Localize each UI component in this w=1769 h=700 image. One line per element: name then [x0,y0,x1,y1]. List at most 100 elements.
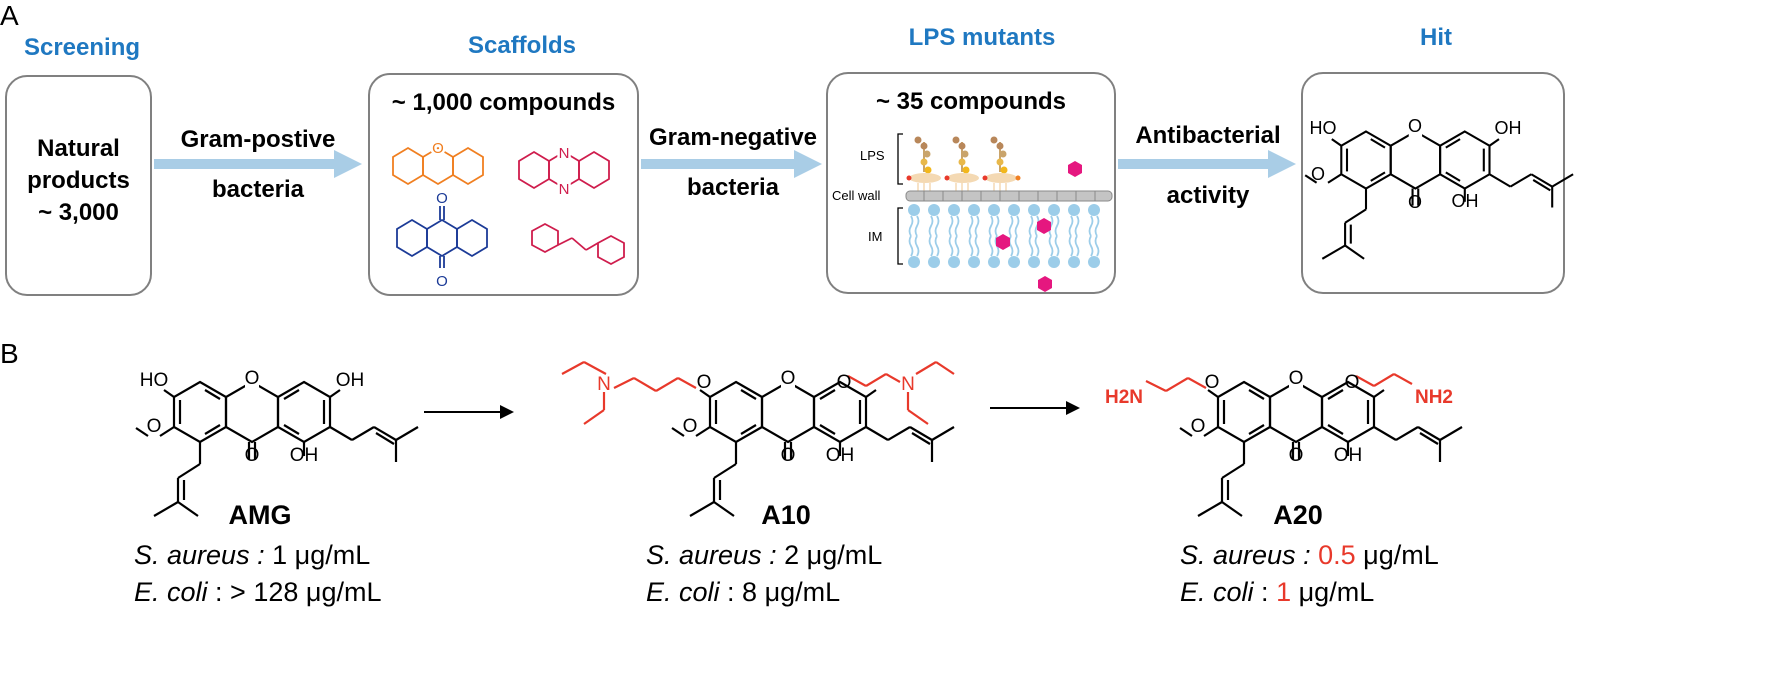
amg-mic-e-coli: E. coli : > 128 μg/mL [134,577,381,608]
amg-carbonyl-o: O [245,445,260,466]
xanthene-o-label: O [432,140,444,157]
a10-methoxy-o: O [683,416,698,437]
scaffold-dicyclohexylethane [531,222,625,266]
amg-s-aureus-label: S. aureus : [134,540,265,570]
amg-ring-o: O [245,368,260,389]
a10-left-side-chain [561,361,697,425]
a20-oh-label: OH [1334,445,1363,466]
natural-products-line-2: products [27,167,130,194]
flow-arrow-2 [641,150,822,178]
hit-molecule-structure [1304,120,1575,260]
panel-b-letter: B [0,338,19,369]
a20-h2n-label: H2N [1105,387,1143,408]
hit-oh-top-label: OH [1495,118,1522,138]
compound-hexagons [996,161,1082,292]
a10-s-aureus-unit: μg/mL [806,540,883,570]
compound-name-amg: AMG [228,500,292,530]
hit-oh-bottom-label: OH [1452,191,1479,211]
scaffold-anthraquinone [396,206,488,268]
scaffolds-compound-count: ~ 1,000 compounds [391,89,616,116]
a10-oh-label: OH [826,445,855,466]
flow-arrow-1 [154,150,362,178]
scaffold-phenazine [518,150,610,190]
cell-wall-label: Cell wall [832,188,881,203]
amg-s-aureus-unit: μg/mL [294,540,371,570]
a20-left-side-chain [1145,377,1207,392]
a20-mic-s-aureus: S. aureus : 0.5 μg/mL [1180,540,1439,571]
a20-nh2-label: NH2 [1415,387,1453,408]
amg-oh-bottom-label: OH [290,445,319,466]
a10-carbonyl-o: O [781,445,796,466]
arrow-2-label-line-1: Gram-negative [648,124,818,151]
lps-mutants-box: ~ 35 compounds [826,72,1116,294]
a20-e-coli-value: 1 [1276,577,1292,607]
hit-carbonyl-o: O [1408,192,1422,212]
hit-methoxy-o: O [1311,164,1325,184]
reaction-arrow-2 [990,401,1080,415]
lps-label: LPS [860,148,885,163]
amg-mic-s-aureus: S. aureus : 1 μg/mL [134,540,370,571]
a10-s-aureus-label: S. aureus : [646,540,777,570]
natural-products-line-1: Natural [37,135,120,162]
natural-products-count: ~ 3,000 [38,199,119,226]
arrow-2-label-line-2: bacteria [686,174,780,201]
amg-oh-top-label: OH [336,370,365,391]
amg-methoxy-o: O [147,416,162,437]
a10-s-aureus-value: 2 [784,540,800,570]
screening-box: Natural products ~ 3,000 [5,75,152,296]
a20-s-aureus-unit: μg/mL [1363,540,1439,570]
amg-e-coli-unit: μg/mL [305,577,382,607]
panel-a-letter: A [0,0,19,31]
amg-s-aureus-value: 1 [272,540,288,570]
a10-left-ether-o: O [697,372,712,393]
hit-box [1301,72,1565,294]
a20-mic-e-coli: E. coli : 1 μg/mL [1180,577,1375,607]
im-label: IM [868,229,882,244]
hit-ho-label: HO [1310,118,1337,138]
flow-arrow-3 [1118,150,1296,178]
arrow-1-label-line-1: Gram-postive [180,126,336,153]
a10-e-coli-label: E. coli [646,577,720,607]
inner-membrane-heads [908,204,1100,268]
phenazine-n-top-label: N [559,145,570,162]
a10-ring-o: O [781,368,796,389]
stage-title-lps-mutants: LPS mutants [908,24,1056,51]
a20-e-coli-unit: μg/mL [1298,577,1375,607]
amg-ho-label: HO [140,370,169,391]
a20-right-side-chain [1355,373,1413,387]
arrow-3-label-line-2: activity [1166,182,1250,209]
a10-right-n: N [901,374,915,395]
a10-e-coli-value: : 8 [727,577,758,607]
arrow-1-label-line-2: bacteria [211,176,305,203]
a20-s-aureus-value: 0.5 [1318,540,1356,570]
reaction-arrow-1 [424,405,514,419]
lps-chain-3 [990,136,1008,174]
compound-name-a10: A10 [761,500,811,530]
anthraquinone-o-top-label: O [436,190,448,207]
a20-s-aureus-label: S. aureus : [1180,540,1311,570]
lps-chain-1 [914,136,932,174]
stage-title-screening: Screening [23,34,141,61]
scaffolds-box: ~ 1,000 compounds [368,73,639,296]
a10-left-n: N [597,374,611,395]
a20-carbonyl-o: O [1289,445,1304,466]
a20-e-coli-label: E. coli [1180,577,1254,607]
a20-right-ether-o: O [1345,372,1360,393]
lps-chain-2 [952,136,970,174]
compound-name-a20: A20 [1273,500,1323,530]
amg-e-coli-value: : > 128 [215,577,299,607]
a20-ring-o: O [1289,368,1304,389]
anthraquinone-o-bottom-label: O [436,273,448,290]
scaffold-xanthene [392,146,484,186]
a10-e-coli-unit: μg/mL [764,577,841,607]
arrow-3-label-line-1: Antibacterial [1135,122,1281,149]
lps-compound-count: ~ 35 compounds [875,88,1067,115]
a10-right-ether-o: O [837,372,852,393]
a20-methoxy-o: O [1191,416,1206,437]
a20-left-ether-o: O [1205,372,1220,393]
stage-title-hit: Hit [1420,24,1452,51]
a10-mic-e-coli: E. coli : 8 μg/mL [646,577,840,608]
a10-mic-s-aureus: S. aureus : 2 μg/mL [646,540,882,571]
stage-title-scaffolds: Scaffolds [467,32,577,59]
